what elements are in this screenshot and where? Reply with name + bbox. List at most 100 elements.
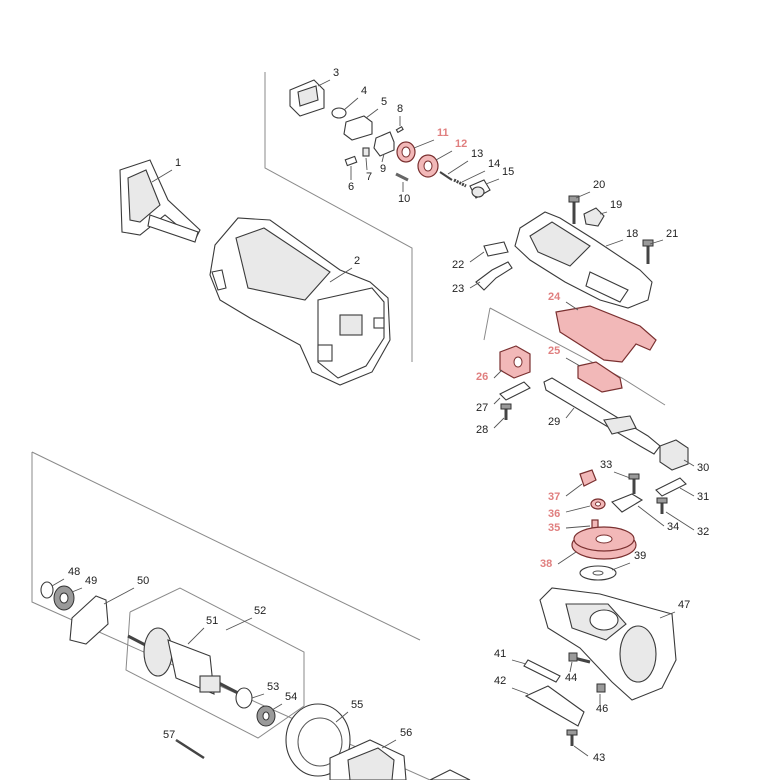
callout-label-32: 32 bbox=[697, 526, 709, 538]
leader-line-51 bbox=[187, 627, 205, 645]
group-frame-guard bbox=[489, 307, 666, 406]
leader-line-52 bbox=[225, 617, 253, 631]
callout-layer: 1234567891011121314151819202122232425262… bbox=[51, 67, 709, 764]
leader-line-56 bbox=[381, 739, 397, 749]
callout-label-19: 19 bbox=[610, 199, 622, 211]
callout-label-31: 31 bbox=[697, 491, 709, 503]
part-33-screw bbox=[628, 473, 640, 494]
part-43-screw bbox=[566, 729, 578, 746]
callout-label-49: 49 bbox=[85, 575, 97, 587]
part-39-washer bbox=[579, 565, 617, 581]
part-8-small-pin bbox=[395, 126, 404, 134]
part-46-screw bbox=[596, 683, 606, 693]
leader-line-27 bbox=[493, 397, 501, 405]
callout-label-57: 57 bbox=[163, 729, 175, 741]
leader-line-55 bbox=[335, 711, 349, 723]
part-25-bracket bbox=[577, 361, 623, 393]
part-27-plate bbox=[499, 381, 531, 401]
leader-line-13 bbox=[447, 160, 469, 175]
callout-label-28: 28 bbox=[476, 424, 488, 436]
leader-line-35 bbox=[565, 525, 591, 529]
part-48-ring bbox=[40, 581, 54, 599]
leader-line-30 bbox=[683, 459, 695, 467]
leader-line-36 bbox=[565, 505, 591, 513]
part-bottom-cutoff bbox=[429, 769, 471, 780]
callout-label-34: 34 bbox=[667, 521, 679, 533]
part-13-screw bbox=[439, 171, 453, 181]
part-2-gear-housing bbox=[209, 217, 391, 386]
part-24-cover-plate bbox=[555, 305, 657, 363]
leader-line-33 bbox=[613, 471, 631, 479]
callout-label-7: 7 bbox=[366, 171, 372, 183]
callout-label-21: 21 bbox=[666, 228, 678, 240]
callout-label-20: 20 bbox=[593, 179, 605, 191]
callout-label-30: 30 bbox=[697, 462, 709, 474]
callout-label-18: 18 bbox=[626, 228, 638, 240]
callout-label-38: 38 bbox=[540, 558, 552, 570]
leader-line-44 bbox=[569, 661, 573, 673]
leader-line-19 bbox=[599, 211, 608, 215]
part-10-rod bbox=[395, 172, 409, 182]
part-30-block bbox=[659, 439, 689, 471]
leader-line-50 bbox=[103, 587, 135, 605]
leader-line-42 bbox=[511, 687, 529, 695]
part-22-clip bbox=[483, 241, 509, 257]
callout-label-47: 47 bbox=[678, 599, 690, 611]
callout-label-26: 26 bbox=[476, 371, 488, 383]
leader-line-53 bbox=[251, 693, 265, 699]
part-54-bearing bbox=[256, 705, 276, 727]
callout-label-51: 51 bbox=[206, 615, 218, 627]
leader-line-25 bbox=[565, 357, 581, 367]
group-frame-bottom-top bbox=[31, 451, 421, 641]
part-57-screw bbox=[175, 738, 205, 760]
part-1-handle-bracket bbox=[119, 159, 201, 243]
part-44-screw bbox=[568, 652, 591, 664]
leader-line-5 bbox=[365, 108, 379, 119]
part-32-screw bbox=[656, 497, 668, 514]
leader-line-32 bbox=[665, 511, 695, 531]
callout-label-13: 13 bbox=[471, 148, 483, 160]
part-19-nut bbox=[583, 207, 605, 227]
callout-label-42: 42 bbox=[494, 675, 506, 687]
part-12-cam bbox=[417, 154, 439, 178]
part-14-spring bbox=[453, 178, 467, 188]
part-9-collar bbox=[373, 131, 395, 157]
callout-label-10: 10 bbox=[398, 193, 410, 205]
group-frame-armature bbox=[125, 587, 305, 739]
leader-line-18 bbox=[605, 239, 624, 247]
callout-label-35: 35 bbox=[548, 522, 560, 534]
part-15-knob bbox=[469, 179, 491, 199]
leader-line-57 bbox=[175, 739, 181, 743]
leader-line-21 bbox=[649, 239, 664, 245]
part-5-bushing bbox=[343, 115, 373, 141]
callout-label-2: 2 bbox=[354, 255, 360, 267]
callout-label-55: 55 bbox=[351, 699, 363, 711]
leader-line-34 bbox=[637, 505, 665, 527]
leader-line-22 bbox=[469, 251, 485, 263]
callout-label-24: 24 bbox=[548, 291, 561, 303]
callout-label-1: 1 bbox=[175, 157, 181, 169]
callout-label-14: 14 bbox=[488, 158, 500, 170]
callout-label-37: 37 bbox=[548, 491, 560, 503]
part-36-washer bbox=[590, 498, 606, 510]
callout-label-48: 48 bbox=[68, 566, 80, 578]
callout-label-8: 8 bbox=[397, 103, 403, 115]
callout-label-15: 15 bbox=[502, 166, 514, 178]
leader-line-14 bbox=[461, 170, 486, 183]
leader-line-9 bbox=[381, 153, 385, 163]
leader-line-43 bbox=[573, 745, 589, 757]
callout-label-56: 56 bbox=[400, 727, 412, 739]
leader-line-39 bbox=[611, 562, 631, 571]
callout-label-36: 36 bbox=[548, 508, 560, 520]
callout-label-53: 53 bbox=[267, 681, 279, 693]
part-26-block bbox=[499, 345, 531, 379]
leader-line-41 bbox=[511, 659, 527, 665]
callout-label-9: 9 bbox=[380, 163, 386, 175]
callout-label-11: 11 bbox=[437, 127, 449, 139]
part-4-o-ring bbox=[331, 107, 347, 119]
part-42-plate bbox=[524, 685, 585, 727]
callout-label-23: 23 bbox=[452, 283, 464, 295]
part-49-bearing bbox=[53, 585, 75, 611]
callout-label-29: 29 bbox=[548, 416, 560, 428]
